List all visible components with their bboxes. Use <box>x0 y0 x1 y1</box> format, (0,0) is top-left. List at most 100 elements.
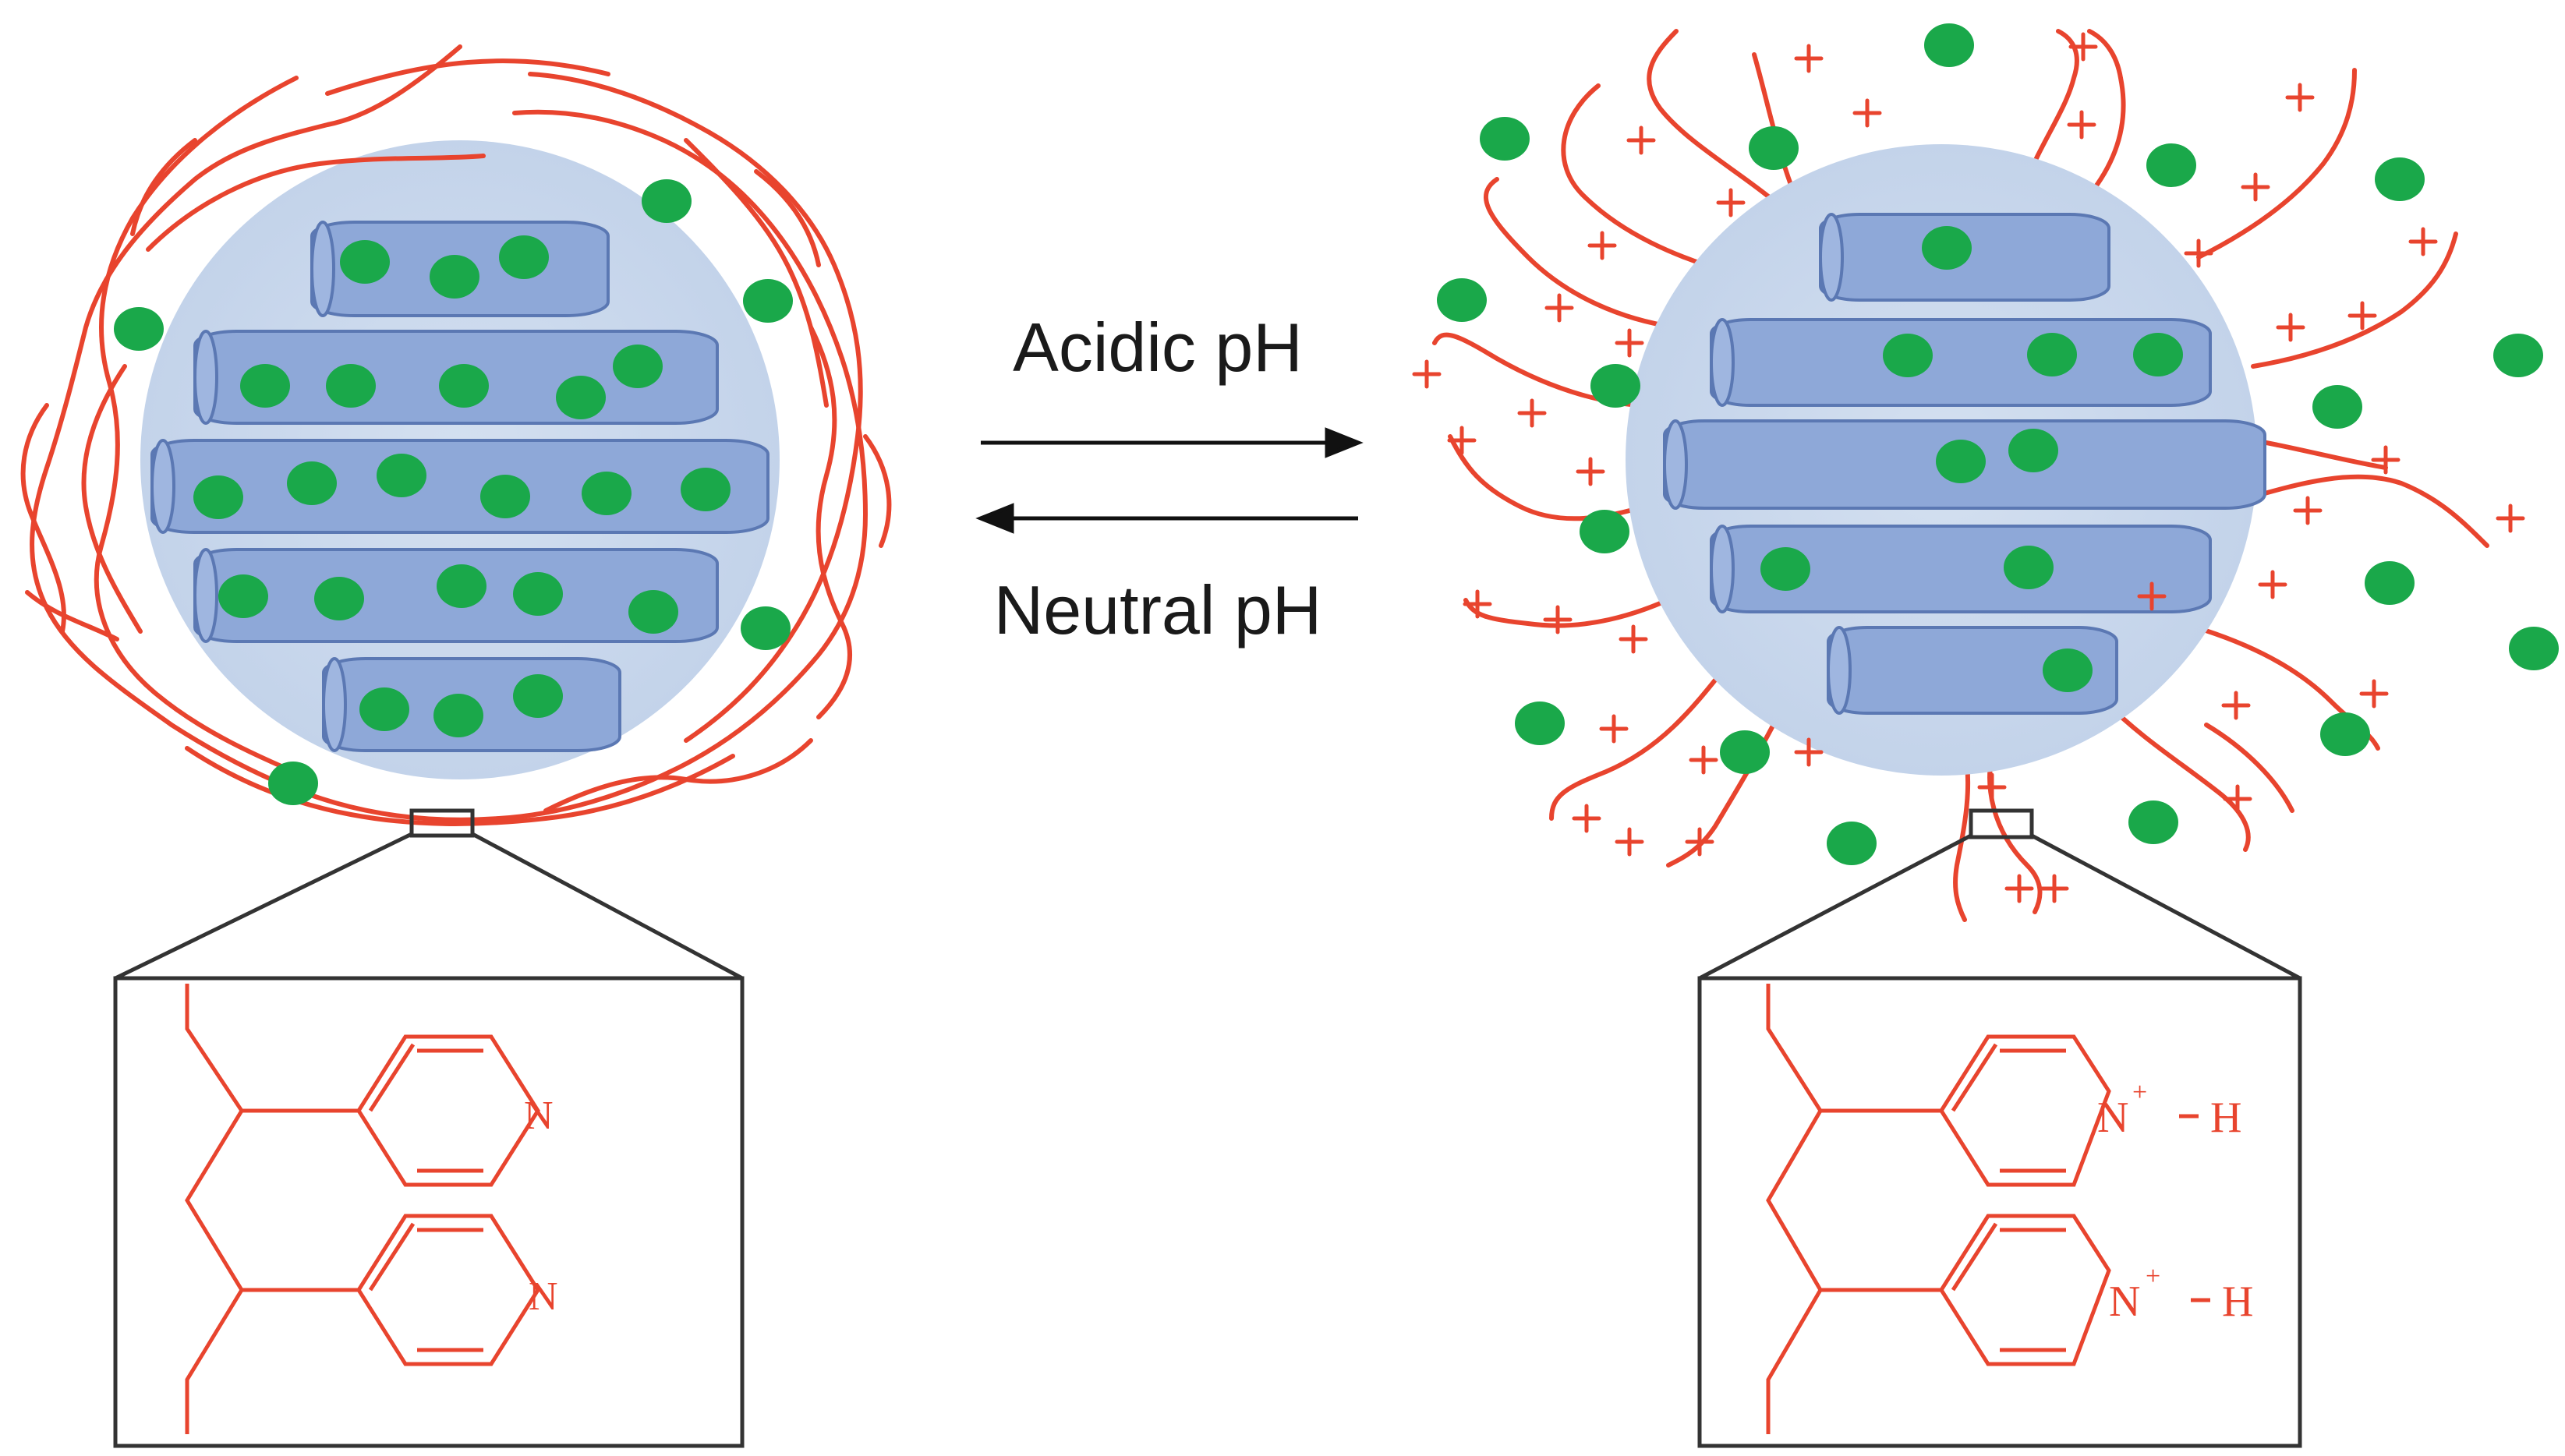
equilibrium-arrows <box>975 427 1364 534</box>
cargo-dot <box>2027 333 2077 376</box>
pore-channel-opening <box>193 330 218 425</box>
left-zoom-box <box>113 976 745 1448</box>
cargo-dot <box>2128 800 2178 844</box>
cargo-dot <box>2133 333 2183 376</box>
plus-charge <box>2067 110 2096 140</box>
right-cargo-molecules <box>1760 226 2183 692</box>
plus-charge <box>1794 44 1824 73</box>
acidic-ph-label: Acidic pH <box>1013 309 1303 386</box>
cargo-dot <box>287 461 337 505</box>
pore-channel-opening <box>322 657 347 752</box>
cargo-dot <box>741 606 791 650</box>
left-particle: N N <box>20 44 892 1448</box>
cargo-dot <box>2008 429 2058 472</box>
plus-charge <box>1447 426 1477 455</box>
plus-charge <box>1794 737 1824 767</box>
cargo-dot <box>359 687 409 731</box>
released-cargo <box>1437 23 2559 865</box>
cargo-dot <box>377 454 426 497</box>
pore-channel-opening <box>1663 419 1688 510</box>
cargo-dot <box>326 364 376 408</box>
right-ring1-charge: + <box>2132 1078 2147 1107</box>
cargo-dot <box>2146 143 2196 187</box>
left-zoom-callout <box>113 808 745 1448</box>
cargo-dot <box>430 255 479 299</box>
cargo-dot <box>1924 23 1974 67</box>
pore-channel <box>1827 626 2118 715</box>
pore-channel-opening <box>1710 318 1735 407</box>
plus-charge <box>1599 714 1629 744</box>
cargo-dot <box>2365 561 2415 605</box>
plus-charge <box>1977 772 2007 802</box>
right-ring2-charge: + <box>2146 1262 2160 1291</box>
right-zoom-callout <box>1697 808 2302 1448</box>
cargo-dot <box>2509 627 2559 670</box>
neutral-ph-label: Neutral pH <box>993 571 1322 648</box>
pore-channel-opening <box>1827 626 1852 715</box>
right-pyridinium-structure <box>1766 984 2210 1434</box>
plus-charge <box>2359 679 2389 709</box>
plus-charge <box>1572 804 1601 833</box>
plus-charge <box>2184 239 2213 268</box>
cargo-dot <box>1883 334 1933 377</box>
plus-charge <box>2408 227 2438 256</box>
cargo-dot <box>613 345 663 388</box>
cargo-dot <box>433 694 483 737</box>
cargo-dot <box>2320 712 2370 756</box>
plus-charge <box>1543 605 1573 634</box>
cargo-dot <box>1922 226 1972 270</box>
pore-channel-opening <box>1819 213 1844 302</box>
pore-channel-opening <box>150 439 175 534</box>
cargo-dot <box>437 564 486 608</box>
left-ring2-n-atom: N <box>529 1274 558 1319</box>
plus-charge <box>2221 691 2251 720</box>
pore-channel-opening <box>310 221 335 317</box>
cargo-dot <box>2004 546 2054 589</box>
cargo-dot <box>642 179 692 223</box>
right-ring1-h-atom: H <box>2210 1094 2241 1142</box>
left-zoom-marker <box>409 808 475 838</box>
cargo-dot <box>1590 364 1640 408</box>
cargo-dot <box>2375 157 2425 201</box>
cargo-dot <box>240 364 290 408</box>
cargo-dot <box>1749 126 1799 170</box>
cargo-dot <box>582 472 632 515</box>
plus-charge <box>1626 125 1656 155</box>
plus-charge <box>1587 231 1617 260</box>
cargo-dot <box>1720 730 1770 774</box>
left-ring1-n-atom: N <box>524 1094 554 1138</box>
right-zoom-marker <box>1969 808 2034 839</box>
plus-charge <box>2040 874 2069 903</box>
plus-charge <box>2004 874 2034 903</box>
plus-charge <box>1615 827 1644 857</box>
pore-channel-body <box>150 439 770 534</box>
cargo-dot <box>1437 278 1487 322</box>
left-cargo-molecules <box>193 235 731 737</box>
plus-charge <box>2258 570 2287 599</box>
plus-charge <box>1517 398 1547 428</box>
plus-charge <box>1689 745 1718 775</box>
pore-channel-opening <box>1710 525 1735 613</box>
plus-charge <box>1615 328 1644 358</box>
cargo-dot <box>513 674 563 718</box>
reverse-arrow-head <box>975 503 1014 534</box>
plus-charge <box>1685 827 1714 857</box>
cargo-dot <box>681 468 731 511</box>
cargo-dot <box>314 577 364 620</box>
cargo-dot <box>114 307 164 351</box>
cargo-dot <box>218 574 268 618</box>
plus-charge <box>2347 301 2377 330</box>
cargo-dot <box>340 240 390 284</box>
plus-charge <box>2371 445 2400 475</box>
plus-charge <box>2241 172 2270 202</box>
plus-charge <box>2285 83 2315 112</box>
cargo-dot <box>1760 547 1810 591</box>
cargo-dot <box>743 279 793 323</box>
plus-charge <box>2293 496 2323 525</box>
right-zoom-box <box>1697 976 2302 1448</box>
cargo-dot <box>2493 334 2543 377</box>
pore-channel <box>1710 318 2212 407</box>
right-ring2-n-atom: N <box>2109 1278 2140 1326</box>
cargo-dot <box>480 475 530 518</box>
